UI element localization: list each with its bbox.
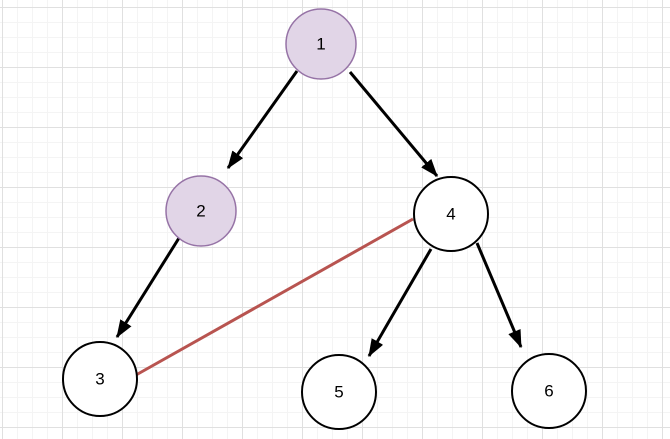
- node-5-circle[interactable]: [301, 354, 377, 430]
- edge-1-4[interactable]: [348, 71, 439, 177]
- node-3-label: 3: [95, 370, 104, 389]
- node-4-circle[interactable]: [413, 176, 489, 252]
- node-5-label: 5: [334, 383, 343, 402]
- node-1[interactable]: 1: [285, 8, 357, 80]
- node-2-label: 2: [196, 202, 205, 221]
- edge-2-3[interactable]: [115, 237, 181, 339]
- node-2-circle[interactable]: [165, 175, 237, 247]
- node-6-label: 6: [544, 382, 553, 401]
- node-6-circle[interactable]: [511, 353, 587, 429]
- node-4-label: 4: [446, 205, 455, 224]
- node-6[interactable]: 6: [511, 353, 587, 429]
- node-1-circle[interactable]: [285, 8, 357, 80]
- node-3[interactable]: 3: [62, 341, 138, 417]
- node-3-circle[interactable]: [62, 341, 138, 417]
- node-2[interactable]: 2: [165, 175, 237, 247]
- edge-4-5[interactable]: [367, 248, 433, 358]
- edge-4-6[interactable]: [475, 242, 523, 349]
- node-5[interactable]: 5: [301, 354, 377, 430]
- edge-3-4[interactable]: [135, 217, 414, 377]
- node-1-label: 1: [316, 35, 325, 54]
- node-4[interactable]: 4: [413, 176, 489, 252]
- edge-1-2[interactable]: [226, 70, 299, 169]
